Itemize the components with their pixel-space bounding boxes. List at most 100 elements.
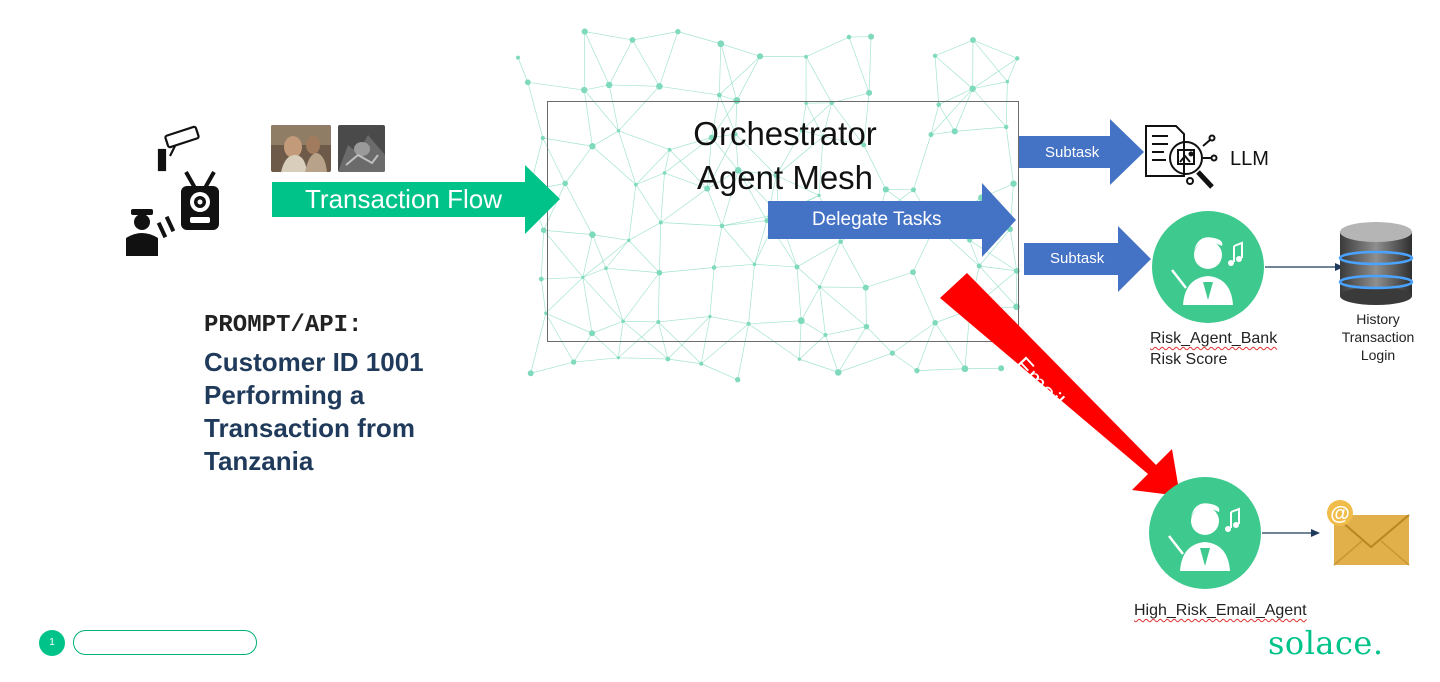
document-ai-icon xyxy=(1145,125,1218,189)
mesh-node xyxy=(834,369,842,376)
mesh-node xyxy=(581,275,585,279)
history-line2: Transaction xyxy=(1341,329,1415,345)
mesh-node xyxy=(656,83,663,90)
mesh-node xyxy=(667,147,672,152)
mesh-node xyxy=(717,40,725,48)
mesh-node xyxy=(817,193,821,197)
mesh-node xyxy=(704,185,711,192)
prompt-line3: Transaction from xyxy=(204,413,415,443)
mesh-node xyxy=(719,223,725,229)
prompt-api-label: PROMPT/API: xyxy=(204,312,363,339)
delegate-tasks-label: Delegate Tasks xyxy=(812,209,942,230)
mesh-node xyxy=(516,55,521,60)
mesh-node xyxy=(746,321,751,326)
mesh-node xyxy=(527,370,534,377)
solace-logo: solace. xyxy=(1268,624,1384,662)
mesh-node xyxy=(862,284,869,291)
risk-agent-label: Risk_Agent_Bank Risk Score xyxy=(1150,328,1277,370)
mesh-node xyxy=(1010,180,1017,187)
mesh-node xyxy=(589,143,596,150)
mesh-node xyxy=(951,128,958,135)
transaction-photo-1 xyxy=(271,125,331,172)
page-footer-pill xyxy=(73,630,257,655)
mesh-node xyxy=(936,102,942,107)
history-line1: History xyxy=(1356,311,1400,327)
mesh-node xyxy=(817,285,822,289)
risk-agent-subtitle: Risk Score xyxy=(1150,351,1228,368)
prompt-text: Customer ID 1001 Performing a Transactio… xyxy=(204,346,504,478)
mesh-node xyxy=(882,186,889,193)
subtask-bottom-arrow xyxy=(1024,226,1151,292)
subtask-top-label: Subtask xyxy=(1045,144,1100,161)
mesh-node xyxy=(821,135,825,139)
transaction-flow-arrow xyxy=(272,165,560,234)
transaction-flow-label: Transaction Flow xyxy=(305,184,502,214)
mesh-node xyxy=(861,142,867,148)
prompt-line1: Customer ID 1001 xyxy=(204,347,424,377)
subtask-bottom-label: Subtask xyxy=(1050,250,1105,267)
mesh-node xyxy=(708,314,712,319)
delegate-tasks-arrow xyxy=(768,183,1016,257)
mesh-node xyxy=(658,220,663,225)
mesh-node xyxy=(656,269,663,276)
page-number: 1 xyxy=(39,630,65,656)
conductor-agent-icon xyxy=(1152,211,1264,323)
email-envelope-icon: @ xyxy=(1327,500,1410,566)
mesh-node xyxy=(799,128,804,133)
mesh-node xyxy=(804,54,808,59)
mesh-node xyxy=(733,132,738,137)
database-icon xyxy=(1338,222,1414,305)
mesh-node xyxy=(581,86,588,94)
mesh-node xyxy=(863,323,870,330)
conductor-agent-icon xyxy=(1149,477,1261,589)
mesh-node xyxy=(627,238,631,243)
history-label: History Transaction Login xyxy=(1326,310,1430,364)
mesh-node xyxy=(1015,56,1020,61)
mesh-node xyxy=(540,227,547,234)
svg-text:@: @ xyxy=(1330,503,1350,525)
mesh-node xyxy=(716,92,722,98)
email-arrow xyxy=(940,273,1180,496)
mesh-node xyxy=(656,319,661,324)
mesh-node xyxy=(589,330,596,337)
mesh-node xyxy=(797,317,805,325)
prompt-line2: Performing a xyxy=(204,380,365,410)
mesh-node xyxy=(976,263,982,269)
history-line3: Login xyxy=(1360,347,1396,363)
mesh-node xyxy=(969,85,976,92)
mesh-node xyxy=(562,180,568,187)
mesh-node xyxy=(616,356,620,360)
mesh-node xyxy=(914,367,920,374)
mesh-node xyxy=(699,361,704,366)
orchestrator-title: Orchestrator Agent Mesh xyxy=(640,112,930,200)
mesh-node xyxy=(711,265,717,270)
mesh-node xyxy=(970,37,976,43)
email-agent-to-envelope-connector xyxy=(1262,529,1320,537)
mesh-node xyxy=(734,167,742,174)
mesh-node xyxy=(616,129,621,133)
mesh-node xyxy=(629,37,636,43)
mesh-node xyxy=(823,333,828,338)
mesh-node xyxy=(910,187,916,193)
mesh-node xyxy=(998,365,1005,372)
mesh-node xyxy=(733,97,741,104)
mesh-node xyxy=(961,365,969,373)
risk-to-history-connector xyxy=(1265,263,1344,271)
cctv-camera-icon xyxy=(157,125,200,172)
mesh-node xyxy=(589,231,596,238)
risk-agent-name: Risk_Agent_Bank xyxy=(1150,330,1278,347)
mesh-node xyxy=(675,28,681,35)
mesh-node xyxy=(797,357,802,361)
mesh-node xyxy=(544,311,548,315)
email-agent-label: High_Risk_Email_Agent xyxy=(1134,602,1307,619)
mesh-node xyxy=(846,34,852,40)
mesh-node xyxy=(773,172,780,179)
mesh-node xyxy=(889,350,895,356)
mesh-node xyxy=(932,53,938,59)
mesh-node xyxy=(868,33,875,40)
mesh-node xyxy=(910,269,916,276)
security-guard-icon xyxy=(126,209,176,256)
llm-label: LLM xyxy=(1230,148,1269,170)
mesh-node xyxy=(756,53,764,60)
mesh-node xyxy=(838,239,843,244)
